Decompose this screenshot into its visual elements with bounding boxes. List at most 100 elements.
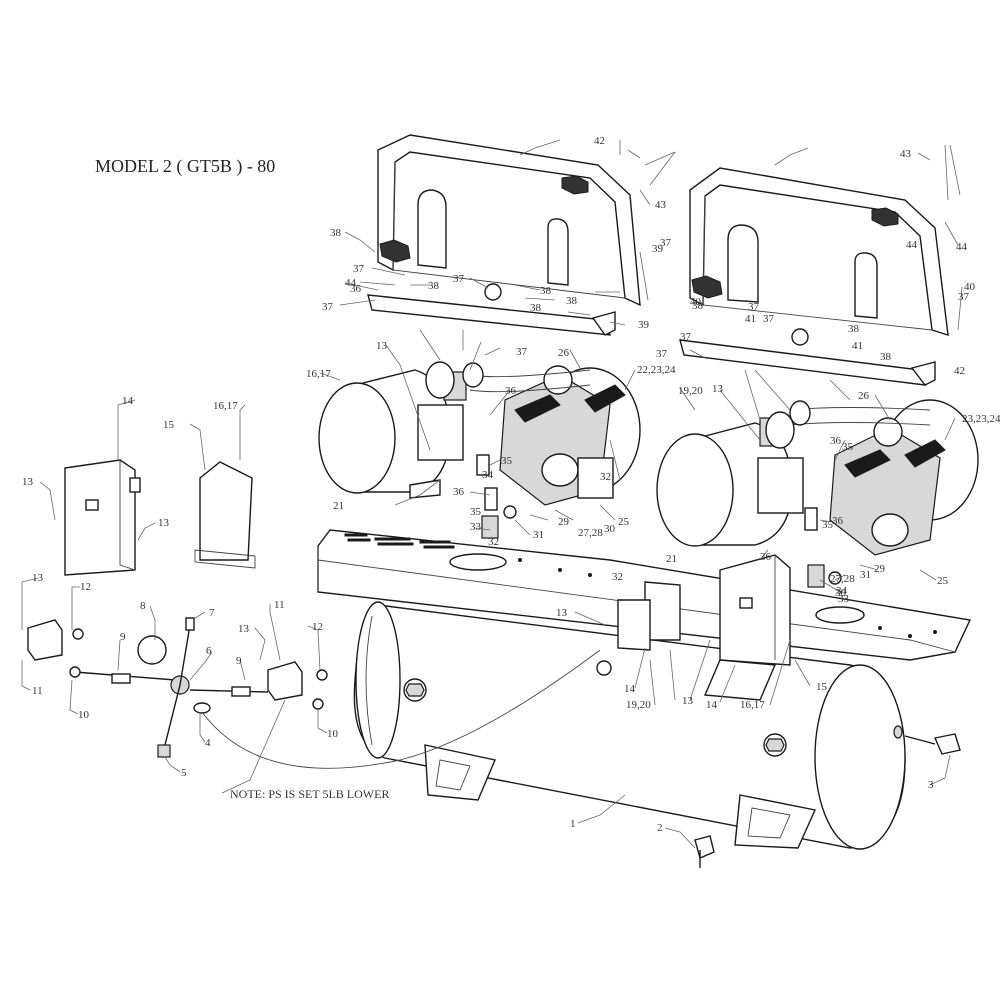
base-plate <box>317 529 972 661</box>
pump-left <box>469 365 641 506</box>
callout: 3 <box>928 779 934 791</box>
callout: 27,28 <box>830 573 855 585</box>
callout: 33 <box>470 521 482 533</box>
callout: 35 <box>842 441 854 453</box>
callout: 41 <box>745 313 756 325</box>
guard-bracket-right <box>679 328 936 386</box>
motor-left <box>318 369 467 499</box>
belt-guard-left <box>377 134 641 307</box>
callout: 37 <box>322 301 334 313</box>
callout: 29 <box>558 516 570 528</box>
callout: 32 <box>600 471 611 483</box>
callout: 25 <box>937 575 949 587</box>
discharge-tube-left <box>476 454 517 539</box>
callout: 37 <box>748 301 760 313</box>
callout: 37 <box>516 346 528 358</box>
pulley-right <box>789 400 811 426</box>
pulley-left <box>462 362 484 388</box>
callout: 4 <box>205 737 211 749</box>
callout: 13 <box>682 695 694 707</box>
callout: 14 <box>122 395 134 407</box>
callout: 30 <box>835 587 847 599</box>
callout: 41 <box>852 340 863 352</box>
callout: 13 <box>158 517 170 529</box>
callout: 36 <box>830 435 842 447</box>
callout: 39 <box>652 243 664 255</box>
callout: 15 <box>816 681 828 693</box>
callout: 37 <box>763 313 775 325</box>
callout: 16,17 <box>740 699 765 711</box>
callout: 25 <box>618 516 630 528</box>
callout: 40 <box>964 281 976 293</box>
callout: 26 <box>558 347 570 359</box>
discharge-tube-right <box>804 507 842 588</box>
callout: 42 <box>594 135 605 147</box>
callout: 37 <box>958 291 970 303</box>
callout: 23,23,24 <box>962 413 1000 425</box>
callout: 27,28 <box>578 527 603 539</box>
callout: 43 <box>655 199 667 211</box>
callout-labels: 42 43 43 44 38 37 44 38 37 38 38 38 39 3… <box>22 135 1000 834</box>
callout: 16,17 <box>306 368 331 380</box>
model-title: MODEL 2 ( GT5B ) - 80 <box>95 156 276 176</box>
callout: 13 <box>32 572 44 584</box>
callout: 10 <box>327 728 339 740</box>
panel-15-left <box>194 461 256 569</box>
callout: 15 <box>163 419 175 431</box>
callout: 37 <box>680 331 692 343</box>
callout: 13 <box>556 607 568 619</box>
callout: 8 <box>140 600 146 612</box>
callout: 37 <box>353 263 365 275</box>
callout: 44 <box>956 241 968 253</box>
callout: 13 <box>22 476 34 488</box>
callout: 12 <box>80 581 91 593</box>
note-text: NOTE: PS IS SET 5LB LOWER <box>230 787 390 801</box>
pressure-switch-assembly <box>27 617 601 769</box>
motor-right <box>656 417 804 547</box>
callout: 40 <box>690 296 702 308</box>
safety-valve <box>904 733 961 755</box>
pump-right <box>789 399 979 556</box>
callout: 13 <box>712 383 724 395</box>
callout: 38 <box>530 302 542 314</box>
leader-lines <box>21 139 963 849</box>
callout: 9 <box>120 631 126 643</box>
callout: 11 <box>32 685 43 697</box>
callout: 35 <box>501 455 513 467</box>
callout: 38 <box>330 227 342 239</box>
callout: 14 <box>706 699 718 711</box>
callout: 19,20 <box>626 699 651 711</box>
callout: 35 <box>470 506 482 518</box>
callout: 33 <box>838 593 850 605</box>
callout: 10 <box>78 709 90 721</box>
bracket-19-20 <box>596 581 681 676</box>
callout: 7 <box>209 607 215 619</box>
callout: 38 <box>880 351 892 363</box>
callout: 19,20 <box>678 385 703 397</box>
callout: 13 <box>376 340 388 352</box>
callout: 36 <box>350 283 362 295</box>
drain-valve <box>694 835 715 868</box>
callout: 6 <box>206 645 212 657</box>
callout: 5 <box>181 767 187 779</box>
callout: 11 <box>274 599 285 611</box>
callout: 44 <box>906 239 918 251</box>
callout: 22,23,24 <box>637 364 676 376</box>
motor-pulley-left <box>425 361 455 399</box>
callout: 26 <box>858 390 870 402</box>
control-box-right <box>703 554 791 701</box>
callout: 32 <box>612 571 623 583</box>
callout: 31 <box>860 569 871 581</box>
callout: 37 <box>453 273 465 285</box>
callout: 14 <box>624 683 636 695</box>
callout: 35 <box>822 519 834 531</box>
callout: 31 <box>533 529 544 541</box>
callout: 16,17 <box>213 400 238 412</box>
control-box-left <box>64 459 141 576</box>
callout: 36 <box>760 551 772 563</box>
callout: 43 <box>900 148 912 160</box>
callout: 38 <box>848 323 860 335</box>
callout: 34 <box>482 469 494 481</box>
